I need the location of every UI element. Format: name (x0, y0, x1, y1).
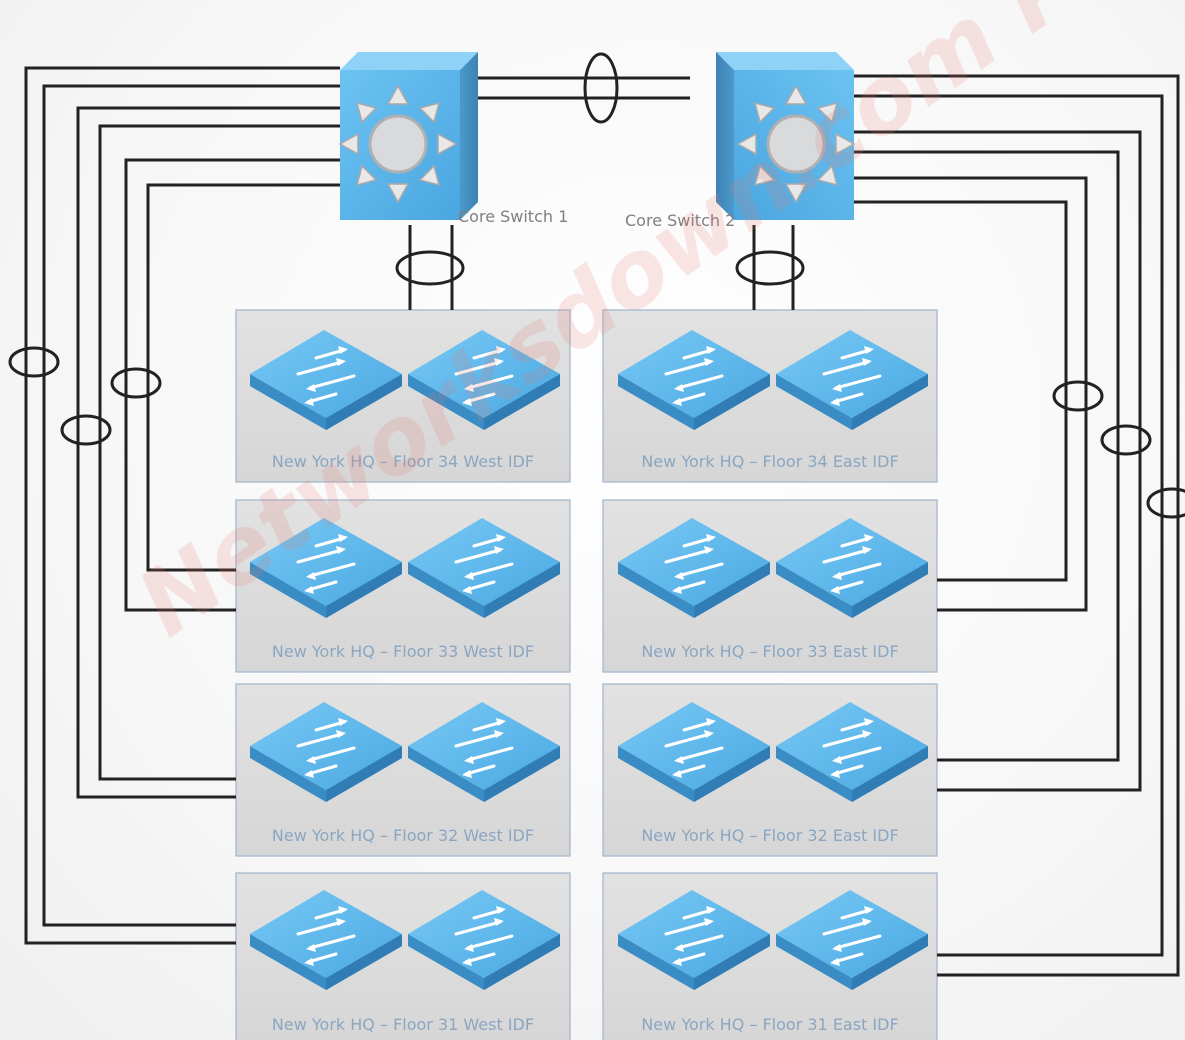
idf-label-33-west: New York HQ – Floor 33 West IDF (271, 642, 535, 661)
etherchannel-right-mid (1100, 424, 1152, 456)
idf-label-34-east: New York HQ – Floor 34 East IDF (641, 452, 899, 471)
etherchannel-core1-34w (395, 250, 465, 286)
core-switch-1-label: Core Switch 1 (458, 207, 569, 226)
etherchannel-right-outer (1146, 487, 1185, 519)
idf-label-34-west: New York HQ – Floor 34 West IDF (271, 452, 535, 471)
port-channel-ellipses (8, 52, 1185, 519)
etherchannel-left-inner (110, 367, 162, 399)
etherchannel-core2-34e (735, 250, 805, 286)
etherchannel-left-outer (8, 346, 60, 378)
idf-label-31-west: New York HQ – Floor 31 West IDF (271, 1015, 535, 1034)
etherchannel-right-inner (1052, 380, 1104, 412)
etherchannel-core-core (583, 52, 619, 124)
idf-label-31-east: New York HQ – Floor 31 East IDF (641, 1015, 899, 1034)
etherchannel-left-mid (60, 414, 112, 446)
core-switch-2 (714, 50, 856, 222)
idf-label-32-east: New York HQ – Floor 32 East IDF (641, 826, 899, 845)
uplink-lines (24, 66, 1180, 977)
core-switch-2-label: Core Switch 2 (625, 211, 736, 230)
idf-label-33-east: New York HQ – Floor 33 East IDF (641, 642, 899, 661)
core-switch-1 (338, 50, 480, 222)
idf-label-32-west: New York HQ – Floor 32 West IDF (271, 826, 535, 845)
